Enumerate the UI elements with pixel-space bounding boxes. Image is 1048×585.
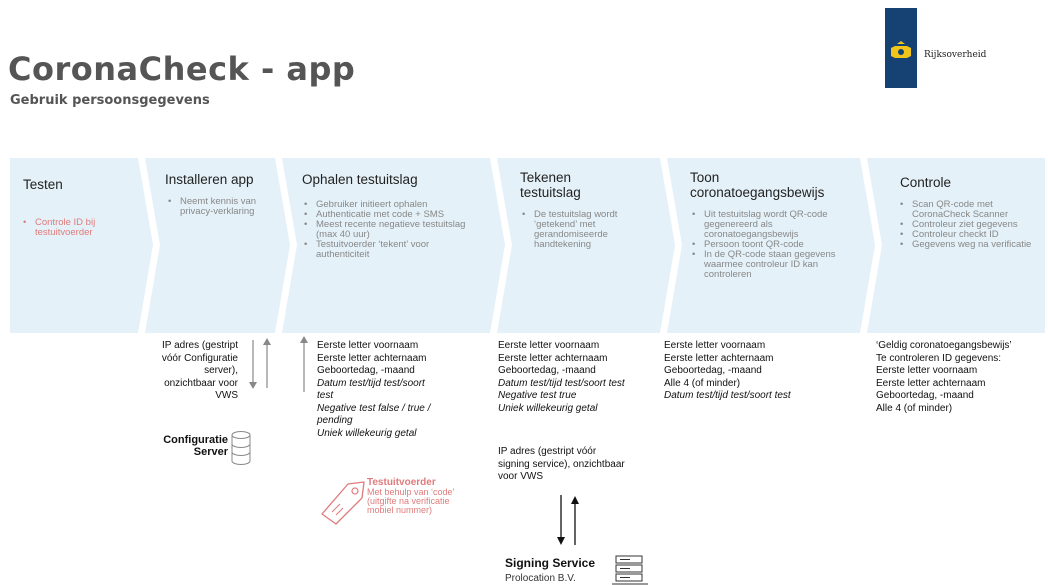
data-line: Geboortedag, -maand <box>317 365 415 376</box>
stage-title: Ophalen testuitslag <box>302 172 418 187</box>
stage-item: Gebruiker initieert ophalen <box>304 200 484 211</box>
logo-text: Rijksoverheid <box>924 50 987 60</box>
stage-title: Tekenen testuitslag <box>520 170 581 200</box>
stage-toon-coronatoegangsbewijs: Toon coronatoegangsbewijs Uit testuitsla… <box>690 170 860 280</box>
stage-tekenen-testuitslag: Tekenen testuitslag De testuitslag wordt… <box>520 170 652 250</box>
signing-ip-note: IP adres (gestript vóór signing service)… <box>498 446 625 482</box>
stage-chevron-1 <box>10 158 153 333</box>
stage-item: Testuitvoerder ‘tekent’ voor authenticit… <box>304 240 484 260</box>
page-subtitle: Gebruik persoonsgegevens <box>10 93 210 108</box>
coat-of-arms-icon <box>891 41 911 58</box>
data-line: Geboortedag, -maand <box>664 365 762 376</box>
stage-item: Authenticatie met code + SMS <box>304 210 484 221</box>
stage-controle: Controle Scan QR-code met CoronaCheck Sc… <box>900 175 1040 250</box>
testuitvoerder-note: Testuitvoerder Met behulp van ‘code’ (ui… <box>367 477 455 515</box>
stage-item: In de QR-code staan gegevens waarmee con… <box>692 250 852 280</box>
data-line: Negative test true <box>498 390 577 401</box>
data-line: Negative test false / true / <box>317 402 431 414</box>
data-line: Eerste letter achternaam <box>498 352 608 364</box>
data-line: Eerste letter voornaam <box>876 365 978 376</box>
data-line: ‘Geldig coronatoegangsbewijs’ <box>876 340 1012 351</box>
stage-item: Uit testuitslag wordt QR-code gegenereer… <box>692 210 852 240</box>
stage-item: De testuitslag wordt ‘getekend’ met gera… <box>522 210 640 250</box>
stage-item: Neemt kennis van privacy-verklaring <box>168 197 258 217</box>
signing-service-subtitle: Prolocation B.V. <box>505 573 576 584</box>
stage-title: Installeren app <box>165 172 254 187</box>
stage-item: Meest recente negatieve testuitslag (max… <box>304 220 484 240</box>
stage-item: Controleur ziet gegevens <box>900 220 1040 231</box>
data-line: Eerste letter voornaam <box>664 340 766 351</box>
stage-installeren-app: Installeren app Neemt kennis van privacy… <box>165 172 277 217</box>
config-arrows <box>249 338 271 389</box>
config-ip-note: IP adres (gestript vóór Configuratie ser… <box>161 340 238 401</box>
stage-testen: Testen Controle ID bij testuitvoerder <box>23 177 141 238</box>
data-line: pending <box>317 415 353 426</box>
data-line: Eerste letter voornaam <box>498 340 600 351</box>
stage-item: Controleur checkt ID <box>900 230 1040 241</box>
data-line: Datum test/tijd test/soort <box>317 377 425 389</box>
data-line: Eerste letter voornaam <box>317 340 419 351</box>
stage-title: Toon coronatoegangsbewijs <box>690 170 825 200</box>
stage-title: Controle <box>900 175 952 190</box>
data-line: Geboortedag, -maand <box>498 365 596 376</box>
stage-title: Testen <box>23 177 63 192</box>
data-line: Alle 4 (of minder) <box>664 377 741 389</box>
data-line: Alle 4 (of minder) <box>876 402 953 414</box>
data-line: Geboortedag, -maand <box>876 390 974 401</box>
stage-item: Persoon toont QR-code <box>692 240 852 251</box>
data-line: Eerste letter achternaam <box>664 352 774 364</box>
data-line: Te controleren ID gegevens: <box>876 352 1002 364</box>
config-server-label: Configuratie Server <box>163 434 228 458</box>
data-line: Uniek willekeurig getal <box>498 402 598 414</box>
data-line: Eerste letter achternaam <box>317 352 427 364</box>
stage-item: Gegevens weg na verificatie <box>900 240 1040 251</box>
data-line: test <box>317 390 334 401</box>
stage-ophalen-testuitslag: Ophalen testuitslag Gebruiker initieert … <box>302 172 484 260</box>
rijksoverheid-logo: Rijksoverheid <box>870 8 1014 88</box>
signing-service-title: Signing Service <box>505 556 596 570</box>
logo-emblem-bar <box>885 8 917 88</box>
database-icon <box>231 431 251 465</box>
data-line: Eerste letter achternaam <box>876 377 986 389</box>
tag-icon <box>321 481 365 525</box>
page-title: CoronaCheck - app <box>8 50 356 88</box>
signing-arrows <box>557 495 579 545</box>
data-line: Datum test/tijd test/soort test <box>498 377 625 389</box>
ophalen-up-arrow <box>300 336 308 392</box>
server-rack-icon <box>612 555 648 585</box>
stage-item: Controle ID bij testuitvoerder <box>23 218 141 238</box>
stage-item: Scan QR-code met CoronaCheck Scanner <box>900 200 1040 220</box>
data-line: Uniek willekeurig getal <box>317 427 417 439</box>
controle-data-list: ‘Geldig coronatoegangsbewijs’Te controle… <box>876 340 1012 415</box>
data-line: Datum test/tijd test/soort test <box>664 390 791 401</box>
testuitvoerder-title: Testuitvoerder <box>367 477 436 488</box>
